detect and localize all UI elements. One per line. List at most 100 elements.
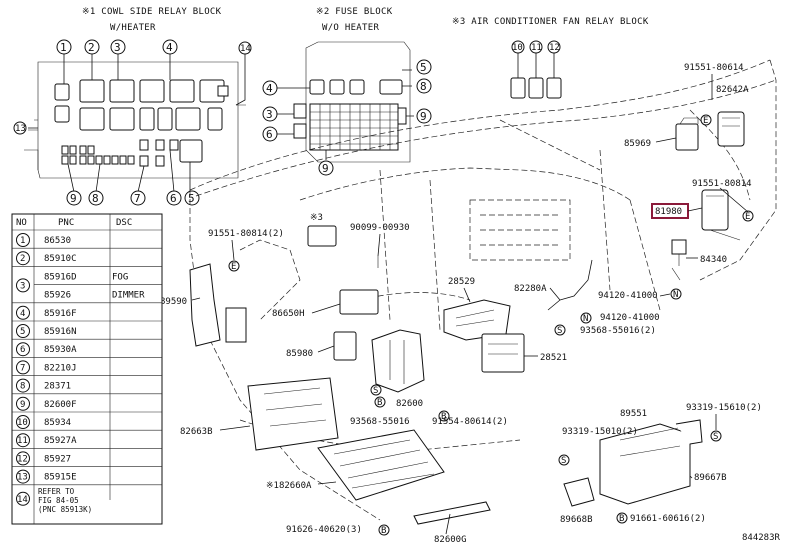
ac-relay-block: 10 11 12 xyxy=(510,40,562,99)
label-82280A: 82280A xyxy=(514,284,547,294)
symbol-n-2: N xyxy=(583,314,588,324)
callout-13: 13 xyxy=(15,124,26,134)
cowl-fuse-row xyxy=(61,139,203,167)
table-row-pnc: 85927 xyxy=(44,454,71,464)
table-row-pnc: 85934 xyxy=(44,418,71,428)
label-91551-80814-left: 91551-80814(2) xyxy=(208,229,284,239)
symbol-circles: E E E N N S S B B S S B B xyxy=(228,114,754,536)
symbol-b-1: B xyxy=(377,398,382,408)
callout-7: 7 xyxy=(134,192,141,205)
label-90099-00930: 90099-00930 xyxy=(350,223,410,233)
ac-relay-title: ※3 AIR CONDITIONER FAN RELAY BLOCK xyxy=(452,17,649,27)
fuse-callout-4: 4 xyxy=(266,82,273,95)
part-labels: 91551-80614 82642A 85969 91551-80814 819… xyxy=(160,63,781,545)
table-row-pnc: 85915E xyxy=(44,473,77,483)
symbol-n-1: N xyxy=(673,290,678,300)
label-91551-80614-top: 91551-80614 xyxy=(684,63,744,73)
label-89551: 89551 xyxy=(620,409,647,419)
callout-6: 6 xyxy=(170,192,177,205)
label-89590: 89590 xyxy=(160,297,187,307)
table-row-no-circle xyxy=(16,469,30,484)
symbol-s-1: S xyxy=(557,326,562,336)
table-row-no-circle xyxy=(16,433,30,448)
table-row-pnc: 85926 xyxy=(44,291,71,301)
cowl-relay-subtitle: W/HEATER xyxy=(110,23,156,33)
callout-5: 5 xyxy=(188,192,195,205)
symbol-b-3: B xyxy=(619,514,624,524)
table-row-pnc: 85916F xyxy=(44,309,77,319)
label-85969: 85969 xyxy=(624,139,651,149)
label-star3: ※3 xyxy=(310,213,323,223)
label-89667B: 89667B xyxy=(694,473,727,483)
cowl-callouts: 1 2 3 4 14 13 9 8 7 6 5 xyxy=(13,39,252,206)
table-row14-text: REFER TO xyxy=(38,487,75,496)
table-row14-text: FIG 84-05 xyxy=(38,496,79,505)
label-28529: 28529 xyxy=(448,277,475,287)
table-row-dsc: FOG xyxy=(112,272,128,282)
label-93319-15010: 93319-15010(2) xyxy=(562,427,638,437)
fuse-callout-5: 5 xyxy=(420,61,427,74)
table-row-no: 6 xyxy=(20,345,25,355)
table-row-no: 7 xyxy=(20,363,25,373)
fuse-callout-8: 8 xyxy=(420,80,427,93)
callout-4: 4 xyxy=(166,41,173,54)
table-row-pnc: 85930A xyxy=(44,345,77,355)
symbol-e-2: E xyxy=(745,212,750,222)
figure-code: 844283R xyxy=(742,533,781,543)
table-row-pnc: 85910C xyxy=(44,254,77,264)
label-91626-40620: 91626-40620(3) xyxy=(286,525,362,535)
fuse-callout-3: 3 xyxy=(266,108,273,121)
label-85980: 85980 xyxy=(286,349,313,359)
table-row-no-circle xyxy=(16,233,30,247)
label-86650H: 86650H xyxy=(272,309,305,319)
table-row-no-circle xyxy=(16,324,30,338)
fuse-block-title: ※2 FUSE BLOCK xyxy=(316,7,393,17)
callout-9: 9 xyxy=(70,192,77,205)
symbol-s-3: S xyxy=(713,432,718,442)
fuse-callout-6: 6 xyxy=(266,128,273,141)
table-row-pnc: 82210J xyxy=(44,363,77,373)
label-82663B: 82663B xyxy=(180,427,213,437)
fuse-callout-9b: 9 xyxy=(322,162,329,175)
label-94120-41000-b: 94120-41000 xyxy=(600,313,660,323)
label-81980[interactable]: 81980 xyxy=(655,207,682,217)
callout-8: 8 xyxy=(92,192,99,205)
table-row-no-circle xyxy=(16,378,30,393)
cowl-relay-title: ※1 COWL SIDE RELAY BLOCK xyxy=(82,7,222,17)
table-row-pnc: 82600F xyxy=(44,400,77,410)
table-row-pnc: 85916N xyxy=(44,327,77,337)
fuse-callouts: 4 3 6 5 8 9 9 xyxy=(262,59,432,176)
symbol-e-3: E xyxy=(703,116,708,126)
components xyxy=(189,111,745,525)
table-row-no-circle xyxy=(16,360,30,375)
callout-14: 14 xyxy=(240,44,251,54)
table-row-pnc: 85927A xyxy=(44,436,77,446)
symbol-b-2: B xyxy=(441,412,446,422)
callout-1: 1 xyxy=(60,41,67,54)
label-82600: 82600 xyxy=(396,399,423,409)
table-row-no: 10 xyxy=(17,418,28,428)
symbol-s-2: S xyxy=(373,386,378,396)
callout-10: 10 xyxy=(512,43,523,53)
label-82660A: ※182660A xyxy=(266,481,312,491)
fuse-callout-9: 9 xyxy=(420,110,427,123)
table-row-no: 11 xyxy=(17,436,28,446)
label-82600G: 82600G xyxy=(434,535,467,545)
symbol-s-4: S xyxy=(561,456,566,466)
table-row-no: 1 xyxy=(20,236,25,246)
table-row-no: 3 xyxy=(20,281,25,291)
fuse-block xyxy=(276,41,414,163)
table-row-pnc: 86530 xyxy=(44,236,71,246)
fuse-block-subtitle: W/O HEATER xyxy=(322,23,379,33)
label-91551-80814-right: 91551-80814 xyxy=(692,179,752,189)
label-93568-55016-left: 93568-55016 xyxy=(350,417,410,427)
symbol-b-4: B xyxy=(381,526,386,536)
label-82642A: 82642A xyxy=(716,85,749,95)
table-row-no: 8 xyxy=(20,382,25,392)
label-93568-55016-right: 93568-55016(2) xyxy=(580,326,656,336)
label-28521: 28521 xyxy=(540,353,567,363)
